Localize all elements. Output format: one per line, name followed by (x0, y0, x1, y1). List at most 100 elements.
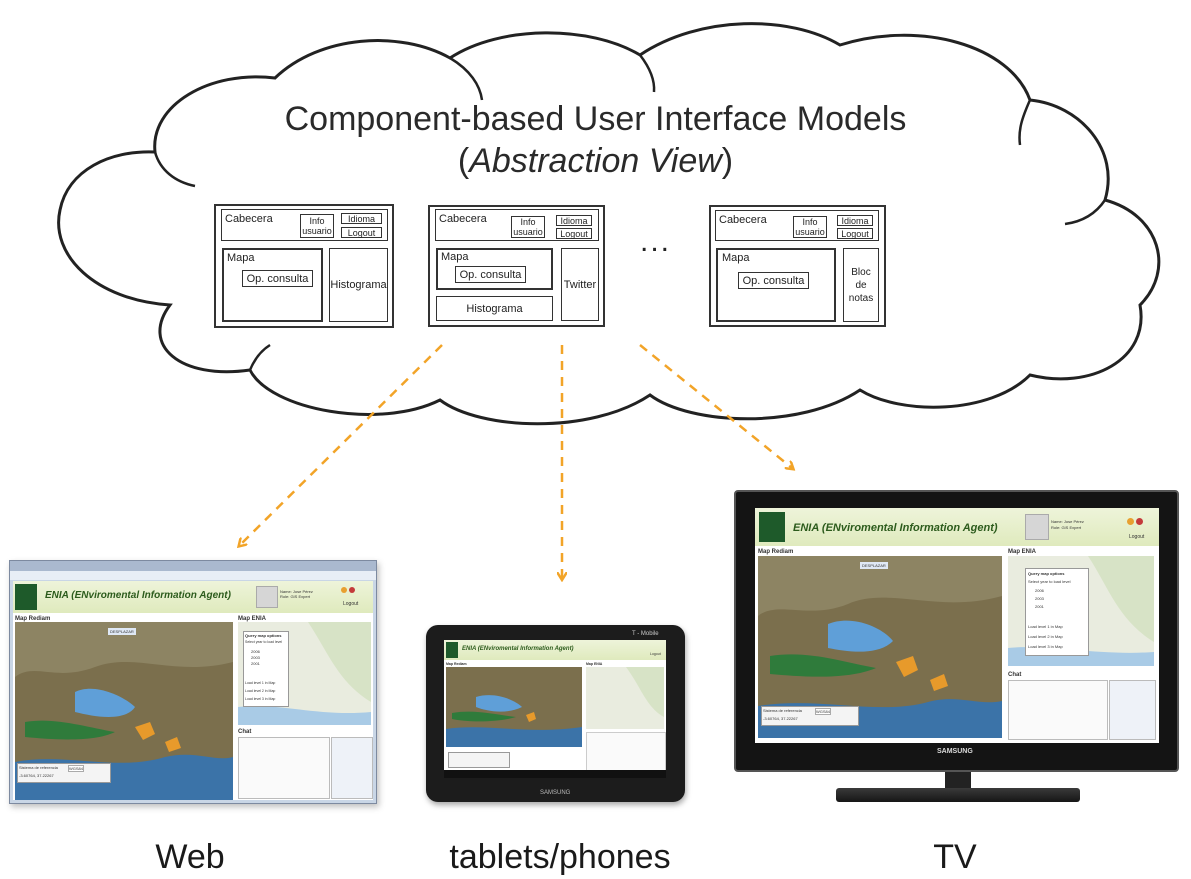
tv-brand: SAMSUNG (937, 748, 973, 755)
tv-coords: -3.60764, 37.22267 (763, 716, 798, 721)
tv-avatar (1025, 514, 1049, 540)
tablet-statusbar (444, 770, 666, 778)
tablet-app-title: ENIA (ENviromental Information Agent) (462, 646, 574, 652)
tv-map-main[interactable] (758, 556, 1002, 738)
arrow-to-tv (639, 344, 792, 468)
tv-load-3[interactable]: Load level 3 in Map (1028, 644, 1063, 649)
web-user-name: Name: Jose Pérez (280, 589, 313, 594)
tablet-map-right-title: Map ENIA (586, 662, 603, 666)
web-query-panel (243, 631, 289, 707)
caption-web: Web (155, 838, 225, 876)
model-1-info: Info usuario (300, 214, 334, 238)
web-year-2[interactable]: 2003 (251, 655, 260, 660)
web-app-screen: ENIA (ENviromental Information Agent) Na… (13, 581, 373, 800)
tv-chat-users (1109, 680, 1156, 740)
tablet-map-side[interactable] (586, 667, 664, 729)
model-3-logout: Logout (837, 228, 873, 239)
tablet-map-main[interactable] (446, 667, 582, 747)
subtitle-open-paren: ( (457, 142, 470, 180)
model-2-info: Info usuario (511, 216, 545, 238)
model-3-info: Info usuario (793, 216, 827, 238)
tablet-logo (446, 642, 458, 658)
tv-chat-log (1008, 680, 1108, 740)
tablet-ref-panel (448, 752, 510, 768)
tablet-side-terrain (586, 667, 664, 729)
web-load-2[interactable]: Load level 2 in Map (245, 689, 276, 693)
web-coords: -3.60764, 37.22267 (19, 773, 54, 778)
tv-neck (945, 772, 971, 792)
tv-flag-icon-2 (1136, 518, 1143, 525)
tv-load-1[interactable]: Load level 1 in Map (1028, 624, 1063, 629)
model-2-logout: Logout (556, 228, 592, 239)
tv-desplazar-tool[interactable]: DESPLAZAR (860, 562, 888, 569)
tablet-chat (586, 732, 666, 774)
diagram-subtitle: (Abstraction View) (0, 142, 1191, 181)
model-2-histograma: Histograma (436, 296, 553, 321)
web-year-1[interactable]: 2006 (251, 649, 260, 654)
tv-logo (759, 512, 785, 542)
tv-app-screen: ENIA (ENviromental Information Agent) Na… (755, 508, 1159, 743)
web-tab-bar (10, 561, 376, 571)
subtitle-italic: Abstraction View (469, 142, 722, 180)
tv-ref-value[interactable]: WGS84 (815, 708, 832, 715)
more-models-ellipsis: ... (640, 225, 672, 258)
web-address-bar (10, 571, 376, 580)
tablet-app-screen: ENIA (ENviromental Information Agent) Lo… (444, 640, 666, 778)
web-year-3[interactable]: 2001 (251, 661, 260, 666)
web-map-main[interactable] (15, 622, 233, 800)
web-chat-log (238, 737, 330, 799)
tablet-logout[interactable]: Logout (650, 652, 661, 656)
tv-query-title: Query map options (1028, 571, 1065, 576)
model-2-header-label: Cabecera (439, 213, 487, 225)
tv-load-2[interactable]: Load level 2 in Map (1028, 634, 1063, 639)
caption-tv: TV (933, 838, 977, 876)
tablet-app-header (444, 640, 666, 660)
tv-chat-title: Chat (1008, 672, 1022, 678)
web-ref-value[interactable]: WGS84 (68, 765, 85, 772)
tv-app-header (755, 508, 1159, 546)
tv-ref-label: Sistema de referencia (763, 708, 802, 713)
web-logout-link[interactable]: Logout (343, 601, 359, 607)
model-2-consulta: Op. consulta (455, 266, 526, 283)
web-select-year[interactable]: Select year to load level (245, 640, 283, 644)
model-1-histograma: Histograma (329, 248, 388, 322)
web-flag-icon (341, 587, 347, 593)
tv-user-role: Role: GIS Expert (1051, 525, 1082, 530)
web-load-1[interactable]: Load level 1 in Map (245, 681, 276, 685)
web-query-title: Query map options (245, 633, 282, 638)
web-map-right-title: Map ENIA (238, 616, 267, 622)
web-load-3[interactable]: Load level 3 in Map (245, 697, 276, 701)
model-1-header-label: Cabecera (225, 213, 273, 225)
tablet-map-left-title: Map Rediam (446, 662, 467, 666)
web-user-role: Role: GIS Expert (280, 594, 311, 599)
model-3-consulta: Op. consulta (738, 272, 809, 289)
tv-year-3[interactable]: 2001 (1035, 604, 1044, 609)
model-3-bloc-notas: Bloc de notas (843, 248, 879, 322)
model-1-idioma: Idioma (341, 213, 382, 224)
model-3-map-label: Mapa (722, 252, 750, 264)
tv-year-1[interactable]: 2006 (1035, 588, 1044, 593)
web-chat-users (331, 737, 373, 799)
tv-app-title: ENIA (ENviromental Information Agent) (793, 522, 998, 534)
tablet-carrier: T - Mobile (632, 631, 659, 637)
tv-year-2[interactable]: 2003 (1035, 596, 1044, 601)
tv-flag-icon (1127, 518, 1134, 525)
caption-tablet: tablets/phones (449, 838, 671, 876)
web-ref-label: Sistema de referencia (19, 765, 58, 770)
tv-map-right-title: Map ENIA (1008, 549, 1037, 555)
tv-user-name: Name: Jose Pérez (1051, 519, 1084, 524)
subtitle-close-paren: ) (721, 142, 734, 180)
model-1-consulta: Op. consulta (242, 270, 313, 287)
tv-ref-panel (761, 706, 859, 726)
tablet-map-terrain (446, 667, 582, 747)
tv-stand (836, 788, 1080, 802)
web-chat-title: Chat (238, 729, 252, 735)
tv-select-year[interactable]: Select year to load level (1028, 579, 1071, 584)
tv-logout-link[interactable]: Logout (1129, 534, 1145, 540)
model-1-logout: Logout (341, 227, 382, 238)
web-desplazar-tool[interactable]: DESPLAZAR (108, 628, 136, 635)
web-avatar (256, 586, 278, 608)
web-app-header (13, 581, 373, 613)
